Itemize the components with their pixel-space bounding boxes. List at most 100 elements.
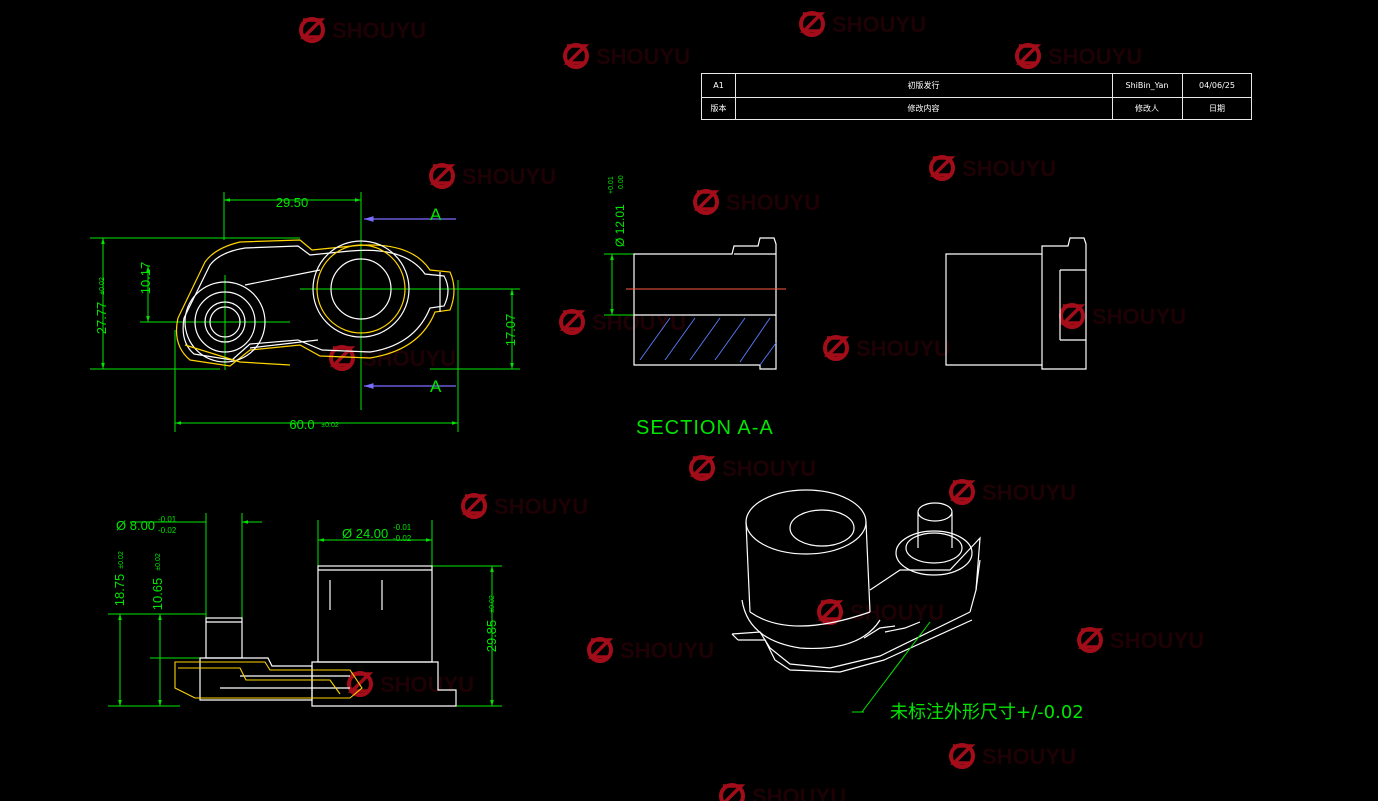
front-dim-height: 27.77 <box>94 302 109 335</box>
header-row: 版本 修改内容 修改人 日期 <box>702 97 1251 120</box>
watermark-text: SHOUYU <box>596 44 690 69</box>
watermark-logo-icon <box>563 43 589 69</box>
watermark: SHOUYU <box>299 17 426 43</box>
watermark: SHOUYU <box>1059 303 1186 329</box>
watermark-text: SHOUYU <box>462 164 556 189</box>
section-label-bottom: A <box>430 377 442 396</box>
watermark: SHOUYU <box>587 637 714 663</box>
watermark-text: SHOUYU <box>592 310 686 335</box>
watermark-logo-icon <box>719 783 745 801</box>
isometric-view <box>731 489 981 673</box>
rev-cell: A1 <box>702 74 736 97</box>
watermark-logo-icon <box>587 637 613 663</box>
watermark: SHOUYU <box>329 345 456 371</box>
dia-large: Ø 24.00 <box>342 526 388 541</box>
dia-large-tol-lower: -0.02 <box>393 534 412 543</box>
watermark-text: SHOUYU <box>1048 44 1142 69</box>
section-tol-upper: +0.01 <box>608 176 615 194</box>
watermark-text: SHOUYU <box>722 456 816 481</box>
watermark-logo-icon <box>299 17 325 43</box>
front-dim-bottom-tol: ±0.02 <box>321 422 339 429</box>
dia-small-tol-upper: -0.01 <box>158 515 177 524</box>
front-dim-hole-offset: 10.17 <box>138 262 153 295</box>
dia-large-tol-upper: -0.01 <box>393 523 412 532</box>
front-dim-top: 29.50 <box>276 195 309 210</box>
section-title: SECTION A-A <box>636 417 774 439</box>
rev-header: 版本 <box>702 97 736 120</box>
watermark-logo-icon <box>461 493 487 519</box>
watermark-text: SHOUYU <box>856 336 950 361</box>
watermark-text: SHOUYU <box>752 784 846 801</box>
watermark: SHOUYU <box>799 11 926 37</box>
section-label-top: A <box>430 205 442 224</box>
watermark: SHOUYU <box>347 671 474 697</box>
watermark: SHOUYU <box>823 335 950 361</box>
watermark-logo-icon <box>817 599 843 625</box>
watermark-logo-icon <box>799 11 825 37</box>
watermark-logo-icon <box>693 189 719 215</box>
desc-cell: 初版发行 <box>735 74 1113 97</box>
front-dim-bottom: 60.0 <box>289 417 314 432</box>
watermarks: SHOUYU SHOUYU SHOUYU SHOUYU SHOUYU SHOUYU SHOU… <box>299 11 1204 801</box>
watermark-logo-icon <box>1015 43 1041 69</box>
date-header: 日期 <box>1209 104 1225 113</box>
side-view: Ø 8.00 -0.01 -0.02 Ø 24.00 -0.01 -0.02 1… <box>108 513 502 707</box>
desc-header: 修改内容 <box>735 97 1113 120</box>
watermark-text: SHOUYU <box>380 672 474 697</box>
dim-10-65-tol: ±0.02 <box>155 553 162 571</box>
watermark: SHOUYU <box>693 189 820 215</box>
dim-29-85-tol: ±0.02 <box>489 595 496 613</box>
dim-18-75-tol: ±0.02 <box>118 551 125 569</box>
watermark-text: SHOUYU <box>850 600 944 625</box>
hatch-pattern <box>639 317 777 366</box>
date-cell: 04/06/25 <box>1199 81 1235 90</box>
dim-29-85: 29.85 <box>484 620 499 653</box>
watermark-logo-icon <box>559 309 585 335</box>
watermark-text: SHOUYU <box>726 190 820 215</box>
watermark-text: SHOUYU <box>362 346 456 371</box>
watermark-logo-icon <box>1077 627 1103 653</box>
watermark-text: SHOUYU <box>982 744 1076 769</box>
author-header: 修改人 <box>1112 97 1183 120</box>
watermark: SHOUYU <box>949 743 1076 769</box>
watermark: SHOUYU <box>817 599 944 625</box>
side-profile <box>945 237 1087 370</box>
watermark-logo-icon <box>929 155 955 181</box>
dia-small: Ø 8.00 <box>116 518 155 533</box>
watermark: SHOUYU <box>429 163 556 189</box>
section-tol-lower: 0.00 <box>618 175 625 189</box>
dia-small-tol-lower: -0.02 <box>158 526 177 535</box>
watermark-text: SHOUYU <box>962 156 1056 181</box>
watermark: SHOUYU <box>689 455 816 481</box>
watermark-logo-icon <box>347 671 373 697</box>
section-view: Ø 12.01 +0.01 0.00 SECTION A-A <box>604 175 1087 439</box>
watermark: SHOUYU <box>949 479 1076 505</box>
watermark-logo-icon <box>823 335 849 361</box>
watermark-logo-icon <box>689 455 715 481</box>
front-view: 29.50 27.77 ±0.02 10.17 17.07 60.0 ±0.02… <box>90 192 520 432</box>
watermark-text: SHOUYU <box>982 480 1076 505</box>
watermark: SHOUYU <box>461 493 588 519</box>
watermark: SHOUYU <box>1015 43 1142 69</box>
watermark-text: SHOUYU <box>832 12 926 37</box>
revision-table: A1 初版发行 ShiBin_Yan 04/06/25 版本 修改内容 修改人 … <box>701 73 1252 120</box>
revision-row: A1 初版发行 ShiBin_Yan 04/06/25 <box>702 74 1251 98</box>
watermark-text: SHOUYU <box>1092 304 1186 329</box>
watermark: SHOUYU <box>929 155 1056 181</box>
dim-18-75: 18.75 <box>112 574 127 607</box>
watermark: SHOUYU <box>719 783 846 801</box>
note-text: 未标注外形尺寸+/-0.02 <box>890 702 1084 723</box>
note-leader-line <box>861 621 931 713</box>
watermark-logo-icon <box>949 479 975 505</box>
watermark-logo-icon <box>1059 303 1085 329</box>
watermark-text: SHOUYU <box>332 18 426 43</box>
watermark-text: SHOUYU <box>620 638 714 663</box>
watermark-logo-icon <box>949 743 975 769</box>
dim-10-65: 10.65 <box>150 578 165 611</box>
watermark-text: SHOUYU <box>1110 628 1204 653</box>
author-cell: ShiBin_Yan <box>1112 74 1183 97</box>
watermark-text: SHOUYU <box>494 494 588 519</box>
watermark: SHOUYU <box>563 43 690 69</box>
front-dim-right: 17.07 <box>503 314 518 347</box>
